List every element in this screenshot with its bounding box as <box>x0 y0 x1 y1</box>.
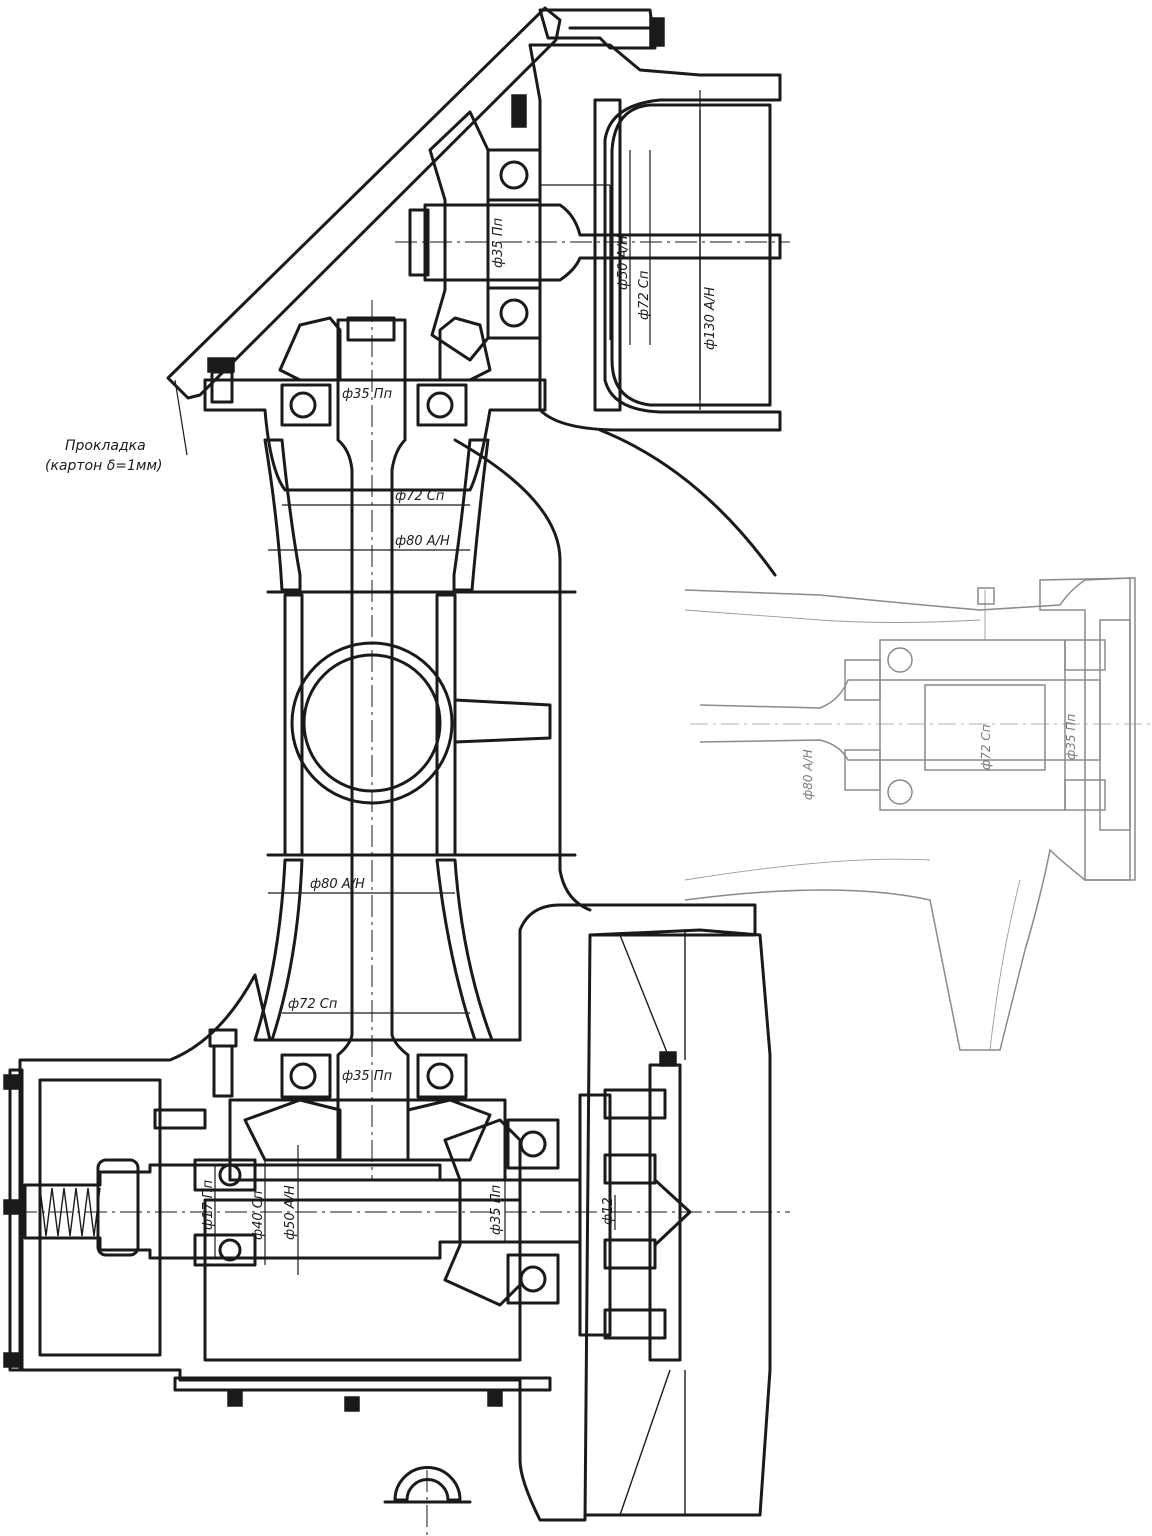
dim-top-shaft: ф35 Пп <box>491 217 506 268</box>
dim-top-bearing-seat: ф50 А/Н <box>616 235 631 290</box>
column-lower-bearings <box>280 1053 468 1099</box>
lower-housing-assembly <box>3 903 790 1536</box>
vertical-column <box>203 300 777 1180</box>
top-housing-assembly <box>166 6 790 432</box>
lower-casing <box>18 903 757 1522</box>
column-upper-bevel-gear <box>278 316 342 382</box>
column-ring-section <box>290 641 552 805</box>
labels: ф35 Пп ф50 А/Н ф72 Сп ф130 А/Н ф35 Пп ф7… <box>45 217 1078 1240</box>
cover-bolt <box>649 17 665 47</box>
dimension-lines <box>214 90 701 1275</box>
lower-left-bearing <box>193 1158 257 1267</box>
bottom-half-circle <box>393 1466 462 1502</box>
dim-inset-shaft: ф35 Пп <box>1064 714 1078 760</box>
left-end-plate <box>8 1068 24 1372</box>
dim-column-lower-bore: ф80 А/Н <box>310 877 365 892</box>
dim-bottom-bearing-seat: ф50 А/Н <box>283 1185 298 1240</box>
top-horizontal-shaft <box>423 203 782 282</box>
inset-drawing <box>684 577 1150 1051</box>
dim-bottom-seal: ф40 Сп <box>251 1190 266 1240</box>
top-bearing-lower <box>486 286 542 340</box>
gasket-note-line1: Прокладка <box>65 438 146 454</box>
column-upper-bearings <box>280 383 468 427</box>
dim-inset-seat: ф72 Сп <box>979 724 993 770</box>
column-lower-bevel-gear <box>243 1098 342 1162</box>
dim-bottom-spring-rod: ф17 Пп <box>201 1179 216 1230</box>
cover-flange <box>538 8 657 50</box>
upper-bevel-gear <box>428 110 490 362</box>
lower-right-bearings <box>506 1118 560 1305</box>
dim-top-flange: ф130 А/Н <box>703 287 718 350</box>
dim-column-lower-seat: ф72 Сп <box>288 997 338 1012</box>
dim-bottom-pin: ф12 <box>601 1197 616 1225</box>
vertical-shaft <box>336 318 410 1162</box>
dim-column-upper-seat: ф72 Сп <box>395 489 445 504</box>
spring <box>39 1187 101 1237</box>
dim-inset-bore: ф80 А/Н <box>801 749 815 800</box>
sloped-cover <box>166 6 562 400</box>
coupling-disc <box>578 928 772 1517</box>
dim-column-upper-bore: ф80 А/Н <box>395 534 450 549</box>
upper-right-housing <box>528 43 782 432</box>
dim-column-upper-shaft: ф35 Пп <box>342 387 393 402</box>
dim-bottom-shaft: ф35 Пп <box>489 1184 504 1235</box>
dim-column-lower-shaft: ф35 Пп <box>342 1069 393 1084</box>
column-upper-flange <box>203 378 547 492</box>
gasket-note-line2: (картон δ=1мм) <box>45 458 163 474</box>
bottom-plate <box>173 1376 552 1392</box>
top-bearing-upper <box>486 148 542 202</box>
dim-top-housing: ф72 Сп <box>637 270 652 320</box>
